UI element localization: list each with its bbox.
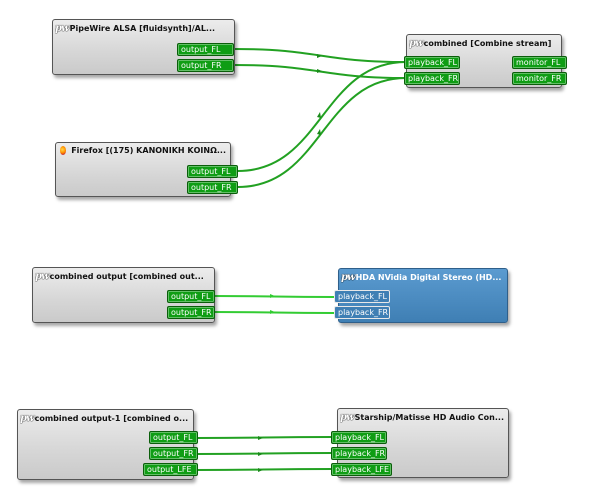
port-output-fr[interactable]: output_FR: [167, 306, 215, 319]
firefox-icon: [60, 146, 67, 155]
node-title: PipeWire ALSA [fluidsynth]/AL...: [69, 24, 216, 33]
port-playback-fr[interactable]: playback_FR: [404, 72, 460, 85]
wire-alsa-fl-to-combined-fl[interactable]: [233, 48, 407, 63]
wire-co-fr-to-hda-fr[interactable]: [213, 311, 335, 314]
port-output-fl[interactable]: output_FL: [149, 431, 198, 444]
port-playback-fl[interactable]: playback_FL: [404, 56, 460, 69]
wire-arrows: [258, 54, 322, 472]
port-playback-fr[interactable]: playback_FR: [331, 447, 387, 460]
port-output-lfe[interactable]: output_LFE: [143, 463, 198, 476]
port-playback-fl[interactable]: playback_FL: [331, 431, 387, 444]
node-title-bar: Firefox [(175) ΚΑΝΟΝΙΚΗ ΚΟΙΝΩ...: [58, 146, 226, 155]
node-title: combined output [combined out...: [49, 272, 204, 281]
pipewire-icon: pw: [340, 412, 355, 423]
node-title: combined [Combine stream]: [423, 39, 552, 48]
port-output-fl[interactable]: output_FL: [177, 43, 234, 56]
wire-c1-fr-to-starship-fr[interactable]: [195, 452, 334, 455]
node-title: Starship/Matisse HD Audio Con...: [354, 413, 504, 422]
node-title: combined output-1 [combined o...: [34, 414, 189, 423]
pipewire-icon: pw: [55, 23, 70, 34]
wire-c1-fl-to-starship-fl[interactable]: [195, 436, 334, 439]
port-output-fl[interactable]: output_FL: [187, 165, 238, 178]
port-playback-fr[interactable]: playback_FR: [334, 306, 390, 319]
port-playback-fl[interactable]: playback_FL: [334, 290, 390, 303]
node-title-bar: pw PipeWire ALSA [fluidsynth]/AL...: [55, 23, 230, 34]
node-title: Firefox [(175) ΚΑΝΟΝΙΚΗ ΚΟΙΝΩ...: [71, 146, 226, 155]
node-title-bar: pw combined output-1 [combined o...: [20, 413, 189, 424]
wire-c1-lfe-to-starship-lfe[interactable]: [195, 468, 334, 471]
node-title-bar: pw HDA NVidia Digital Stereo (HD...: [341, 272, 503, 283]
node-title-bar: pw Starship/Matisse HD Audio Con...: [340, 412, 504, 423]
pipewire-icon: pw: [409, 38, 424, 49]
pipewire-icon: pw: [341, 272, 356, 283]
port-output-fr[interactable]: output_FR: [187, 181, 238, 194]
pipewire-icon: pw: [20, 413, 35, 424]
node-title-bar: pw combined [Combine stream]: [409, 38, 557, 49]
node-title: HDA NVidia Digital Stereo (HD...: [355, 273, 502, 282]
wire-firefox-fr-to-combined-fr[interactable]: [237, 77, 407, 188]
port-playback-lfe[interactable]: playback_LFE: [331, 463, 392, 476]
port-output-fl[interactable]: output_FL: [167, 290, 215, 303]
port-monitor-fl[interactable]: monitor_FL: [512, 56, 567, 69]
port-output-fr[interactable]: output_FR: [177, 59, 234, 72]
port-output-fr[interactable]: output_FR: [149, 447, 198, 460]
wire-firefox-fl-to-combined-fl[interactable]: [237, 61, 407, 172]
port-monitor-fr[interactable]: monitor_FR: [512, 72, 567, 85]
wire-alsa-fr-to-combined-fr[interactable]: [233, 64, 407, 79]
wire-co-fl-to-hda-fl[interactable]: [213, 295, 335, 298]
pipewire-icon: pw: [35, 271, 50, 282]
node-title-bar: pw combined output [combined out...: [35, 271, 210, 282]
